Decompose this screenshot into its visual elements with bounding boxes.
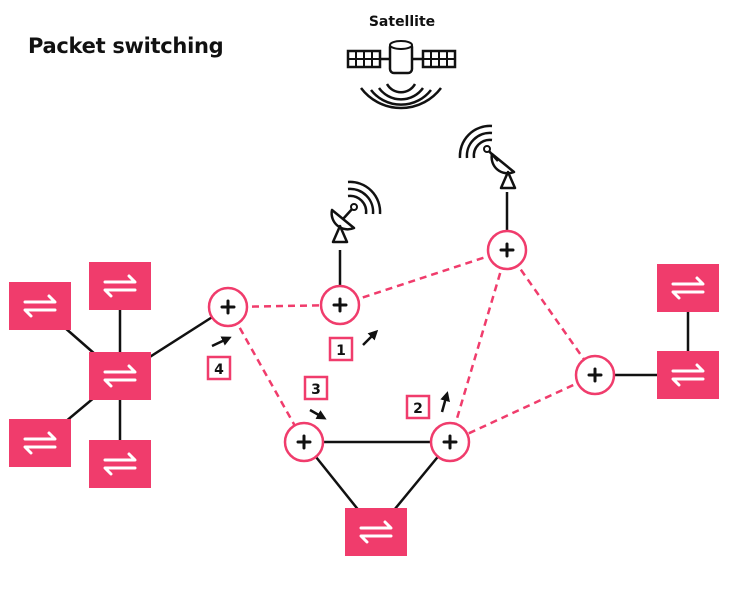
link-left-bottomleft <box>226 306 306 443</box>
step-marker: 1 <box>328 329 379 362</box>
switch-icon <box>89 440 151 488</box>
link-topright-right <box>505 249 597 376</box>
router-icon <box>319 284 361 326</box>
router-icon <box>429 421 471 463</box>
router-icon <box>283 421 325 463</box>
switch-icon <box>657 351 719 399</box>
router-icon <box>207 286 249 328</box>
arrow-icon <box>211 336 232 348</box>
switch-icon <box>657 264 719 312</box>
satellite-dish-icon <box>330 180 382 244</box>
router-icon <box>574 354 616 396</box>
switch-icon <box>89 262 151 310</box>
arrow-icon <box>440 391 450 413</box>
arrow-icon <box>309 408 327 420</box>
switch-icon <box>89 352 151 400</box>
switch-icon <box>9 419 71 467</box>
satellite-label: Satellite <box>368 14 436 30</box>
step-label: 4 <box>214 362 224 378</box>
router-icon <box>486 229 528 271</box>
arrow-icon <box>362 329 379 346</box>
switches <box>9 262 719 556</box>
step-label: 3 <box>311 382 321 398</box>
link-midtop-topright <box>339 248 508 307</box>
step-marker: 2 <box>405 391 450 420</box>
switch-icon <box>345 508 407 556</box>
link-topright-bottomright <box>448 249 509 443</box>
link-right-bottomright <box>449 373 596 444</box>
step-marker: 4 <box>206 336 232 381</box>
switch-icon <box>9 282 71 330</box>
diagram-title: Packet switching <box>28 34 224 58</box>
satellite-icon <box>346 40 457 110</box>
step-marker: 3 <box>303 375 329 420</box>
routers <box>207 229 616 463</box>
satellite-dish-icon <box>458 124 517 190</box>
step-label: 1 <box>336 343 346 359</box>
step-label: 2 <box>413 401 423 417</box>
